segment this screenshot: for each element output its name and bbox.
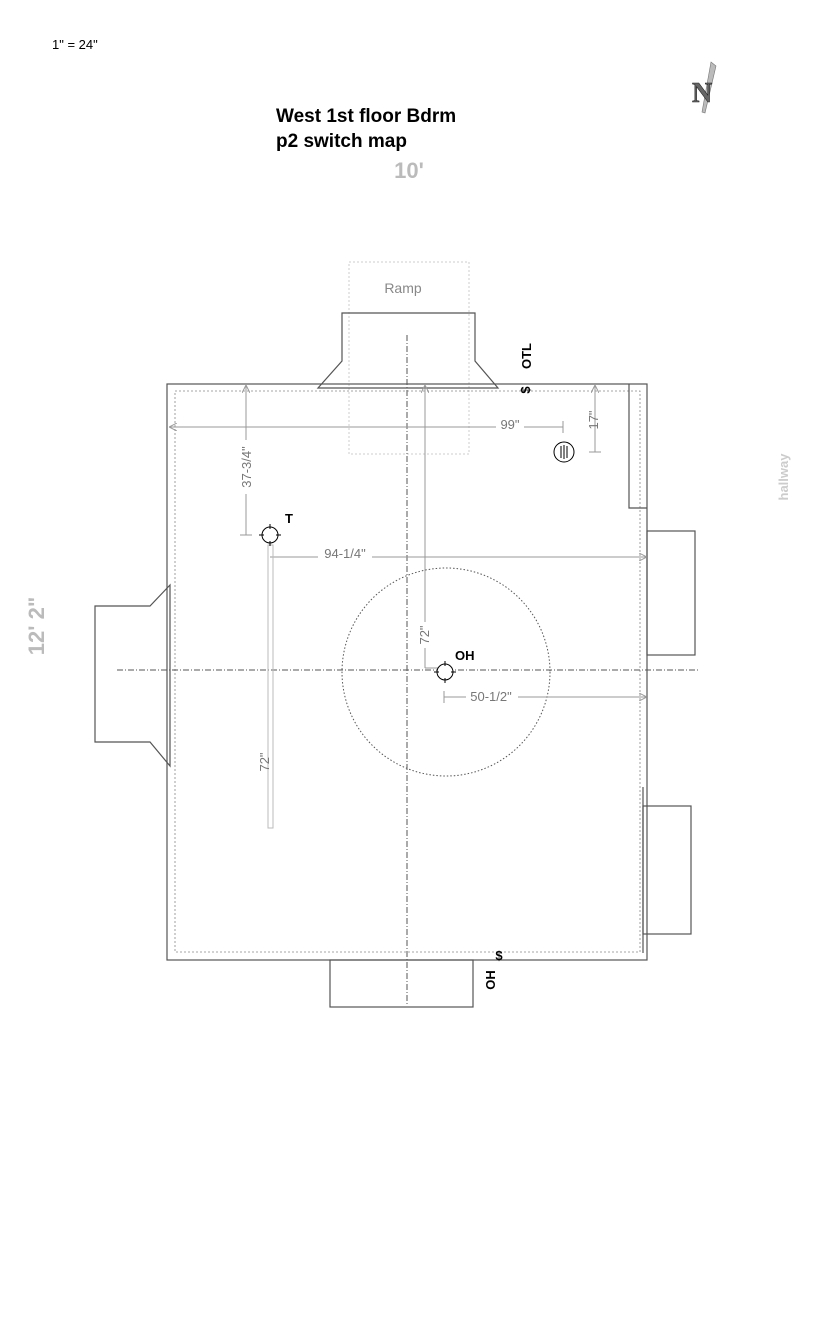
ramp-outline [348,261,470,455]
svg-text:N: N [692,78,712,109]
svg-text:99": 99" [500,417,519,432]
title-line-2: p2 switch map [276,131,407,152]
svg-text:72": 72" [257,752,272,771]
svg-text:37-3/4": 37-3/4" [239,446,254,488]
dim-72-thermostat: 72" [257,544,274,829]
switch-oh-symbol: $ [495,948,503,963]
room-width-label: 10' [394,158,424,183]
ramp-label: Ramp [384,280,422,296]
bottom-window [329,959,474,1008]
scale-label: 1" = 24" [52,37,98,52]
svg-text:94-1/4": 94-1/4" [324,546,366,561]
top-window [316,312,500,389]
switch-otl-label: OTL [519,343,534,369]
svg-text:17": 17" [586,410,601,429]
dim-94-1-4: 94-1/4" [270,546,646,562]
dim-37-3-4: 37-3/4" [238,386,254,536]
thermostat-icon [259,524,281,546]
dim-50-1-2: 50-1/2" [443,688,646,704]
title-line-1: West 1st floor Bdrm [276,106,457,127]
page-title: West 1st floor Bdrm p2 switch map [276,104,456,154]
switch-oh-label: OH [483,970,498,990]
svg-text:50-1/2": 50-1/2" [470,689,512,704]
north-arrow-icon: N [692,61,717,114]
left-window [94,583,171,768]
thermostat-label: T [285,511,293,526]
switch-otl-symbol: $ [518,386,533,394]
room-height-label: 12' 2" [24,597,49,655]
dim-72-vertical: 72" [417,386,440,669]
dim-99: 99" [170,417,564,433]
right-window-2 [642,805,692,935]
right-window-1 [646,530,696,656]
ceiling-light-icon [434,661,456,683]
ceiling-light-label: OH [455,648,475,663]
dim-17: 17" [586,386,601,453]
light-radius-circle [341,567,551,777]
closet-wall [628,384,647,509]
outlet-icon [553,441,575,463]
hallway-label: hallway [776,453,791,501]
svg-text:72": 72" [417,625,432,644]
